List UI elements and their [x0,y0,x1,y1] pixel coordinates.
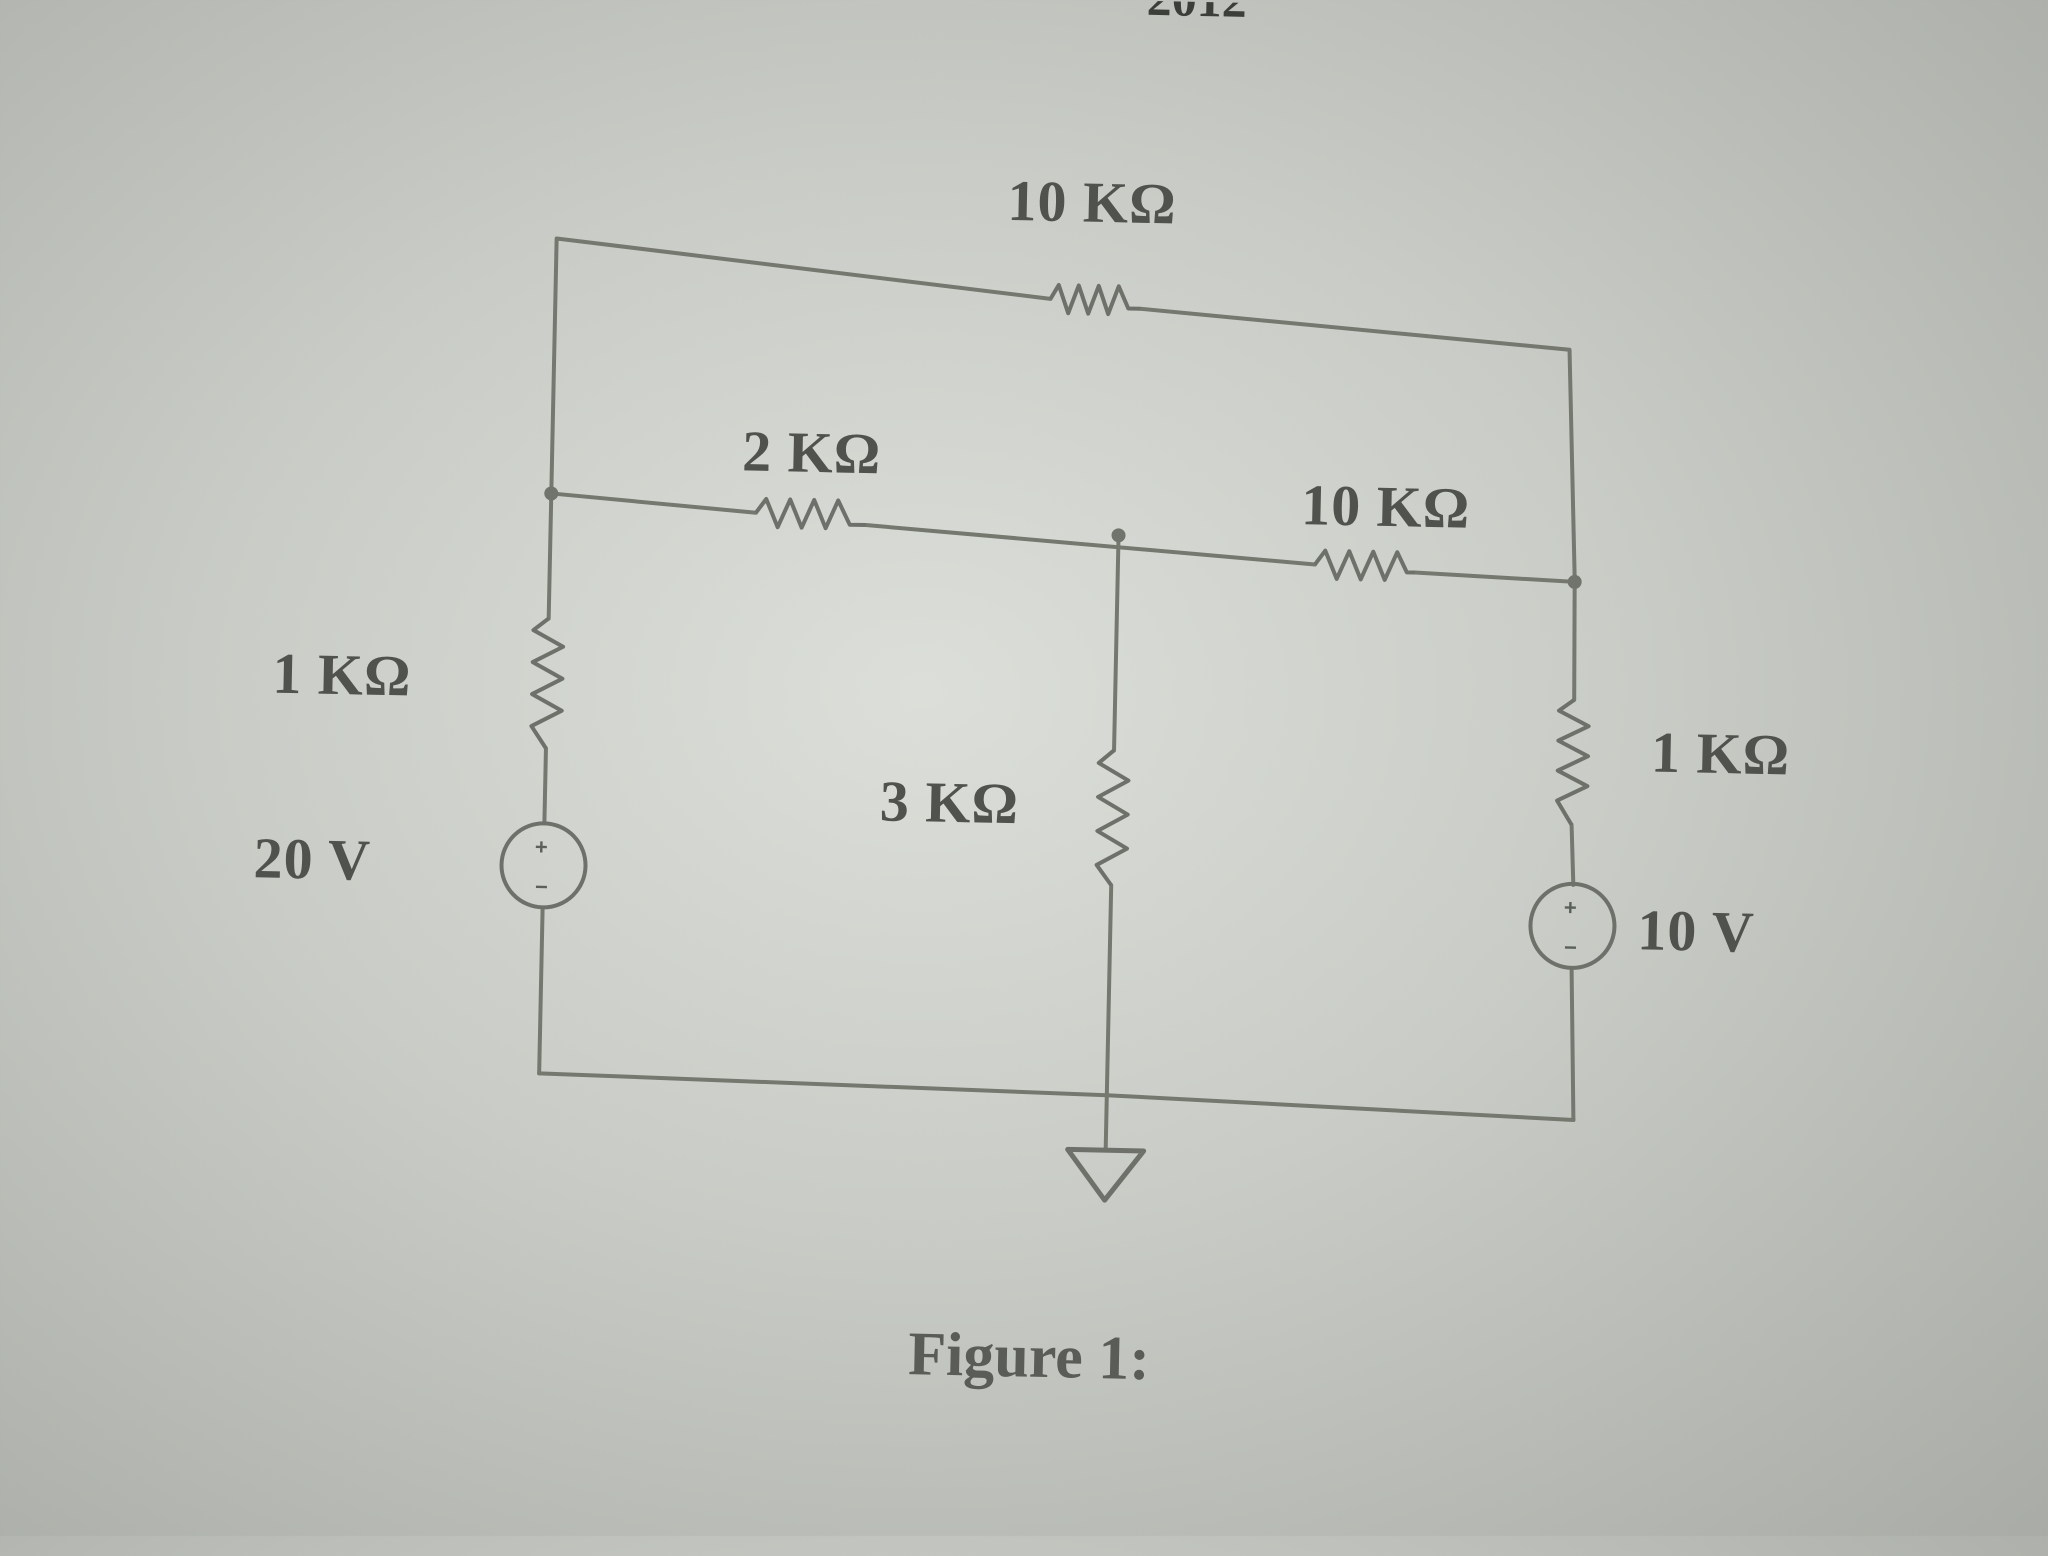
label-r-right: 1 KΩ [1650,720,1790,788]
voltage-source-10v: + − [1528,881,1617,970]
label-r-mid-left: 2 KΩ [742,418,882,486]
wire-mid-center [863,523,1317,567]
node-center-junction [1111,528,1126,543]
header-fragment: 2012 [1146,0,1247,28]
wire-left-upper [546,491,554,621]
wire-center-upper [1112,533,1121,753]
wire-bottom [537,1071,1576,1122]
node-right-junction [1567,574,1582,589]
label-v-right: 10 V [1637,897,1756,964]
resistor-right-1k [1555,698,1591,826]
minus-sign: − [535,874,548,899]
resistor-center-3k [1094,748,1131,887]
wire-right-upper [1572,579,1577,702]
resistor-mid-right-10k [1313,548,1415,582]
wire-right-middle [1569,822,1576,887]
wire-top-left [549,236,1053,491]
resistor-top-10k [1048,283,1141,317]
wire-center-lower [1104,883,1114,1113]
label-r-left: 1 KΩ [272,641,412,709]
wire-right-lower [1569,965,1576,1122]
wire-mid-left [549,491,758,515]
minus-sign: − [1564,935,1577,960]
label-r-mid-right: 10 KΩ [1301,472,1471,541]
resistor-mid-left-2k [754,496,866,531]
wire-left-lower [537,906,545,1076]
wire-left-middle [542,746,548,826]
wire-top-right [1138,306,1577,582]
label-r-top: 10 KΩ [1007,168,1177,237]
label-v-left: 20 V [253,825,372,892]
resistor-left-1k [529,616,566,750]
figure-caption: Figure 1: [908,1320,1151,1393]
voltage-source-20v: + − [499,821,588,910]
plus-sign: + [535,834,548,859]
wire-mid-right [1412,570,1577,584]
plus-sign: + [1564,895,1577,920]
node-left-junction [544,486,559,501]
ground-symbol [1065,1108,1147,1203]
label-r-center: 3 KΩ [879,768,1019,836]
